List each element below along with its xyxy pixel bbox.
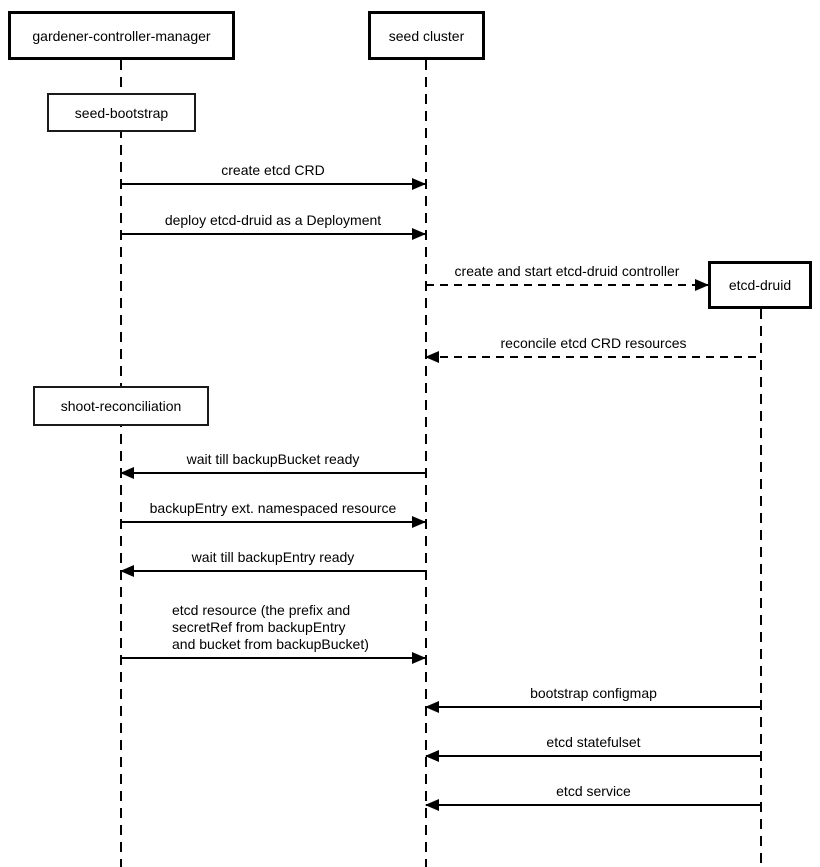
arrowhead-left-icon [425, 750, 439, 762]
arrowhead-right-icon [695, 279, 709, 291]
actor-gardener-controller-manager: gardener-controller-manager [8, 11, 235, 60]
message-line [426, 755, 761, 757]
arrowhead-right-icon [412, 516, 426, 528]
message-line [121, 521, 425, 523]
message-label: etcd resource (the prefix and secretRef … [172, 602, 369, 653]
message-label: etcd service [556, 783, 631, 799]
message-line [121, 657, 425, 659]
message-label-line: etcd resource (the prefix and [172, 602, 351, 618]
lifeline-etcd-druid [760, 309, 762, 867]
message-label: create and start etcd-druid controller [454, 263, 680, 279]
message-line [426, 804, 761, 806]
message-line [426, 284, 708, 286]
activity-label: shoot-reconciliation [60, 398, 182, 414]
arrowhead-right-icon [412, 228, 426, 240]
message-label: backupEntry ext. namespaced resource [149, 500, 397, 516]
message-line [121, 233, 425, 235]
message-label: wait till backupBucket ready [186, 451, 360, 467]
arrowhead-right-icon [412, 652, 426, 664]
arrowhead-left-icon [425, 351, 439, 363]
message-label: reconcile etcd CRD resources [500, 335, 687, 351]
message-line [121, 183, 425, 185]
actor-etcd-druid: etcd-druid [708, 261, 812, 309]
message-label: wait till backupEntry ready [191, 549, 355, 565]
message-line [426, 706, 761, 708]
activity-shoot-reconciliation: shoot-reconciliation [33, 386, 209, 426]
lifeline-seed-cluster [425, 60, 427, 867]
lifeline-gardener-controller-manager [120, 60, 122, 867]
message-label: bootstrap configmap [530, 685, 657, 701]
actor-seed-cluster: seed cluster [368, 11, 485, 60]
message-line [121, 570, 425, 572]
arrowhead-left-icon [120, 565, 134, 577]
message-line [121, 472, 425, 474]
arrowhead-left-icon [425, 701, 439, 713]
message-label-line: and bucket from backupBucket) [172, 636, 369, 652]
actor-label: gardener-controller-manager [32, 27, 211, 44]
arrowhead-right-icon [412, 178, 426, 190]
actor-label: etcd-druid [728, 277, 792, 293]
arrowhead-left-icon [425, 799, 439, 811]
message-label-line: secretRef from backupEntry [172, 619, 346, 635]
message-label: create etcd CRD [221, 162, 325, 178]
actor-label: seed cluster [388, 27, 465, 44]
activity-label: seed-bootstrap [74, 104, 169, 121]
arrowhead-left-icon [120, 467, 134, 479]
message-line [426, 356, 761, 358]
message-label: etcd statefulset [546, 734, 641, 750]
message-label: deploy etcd-druid as a Deployment [164, 212, 382, 228]
activity-seed-bootstrap: seed-bootstrap [47, 93, 196, 132]
